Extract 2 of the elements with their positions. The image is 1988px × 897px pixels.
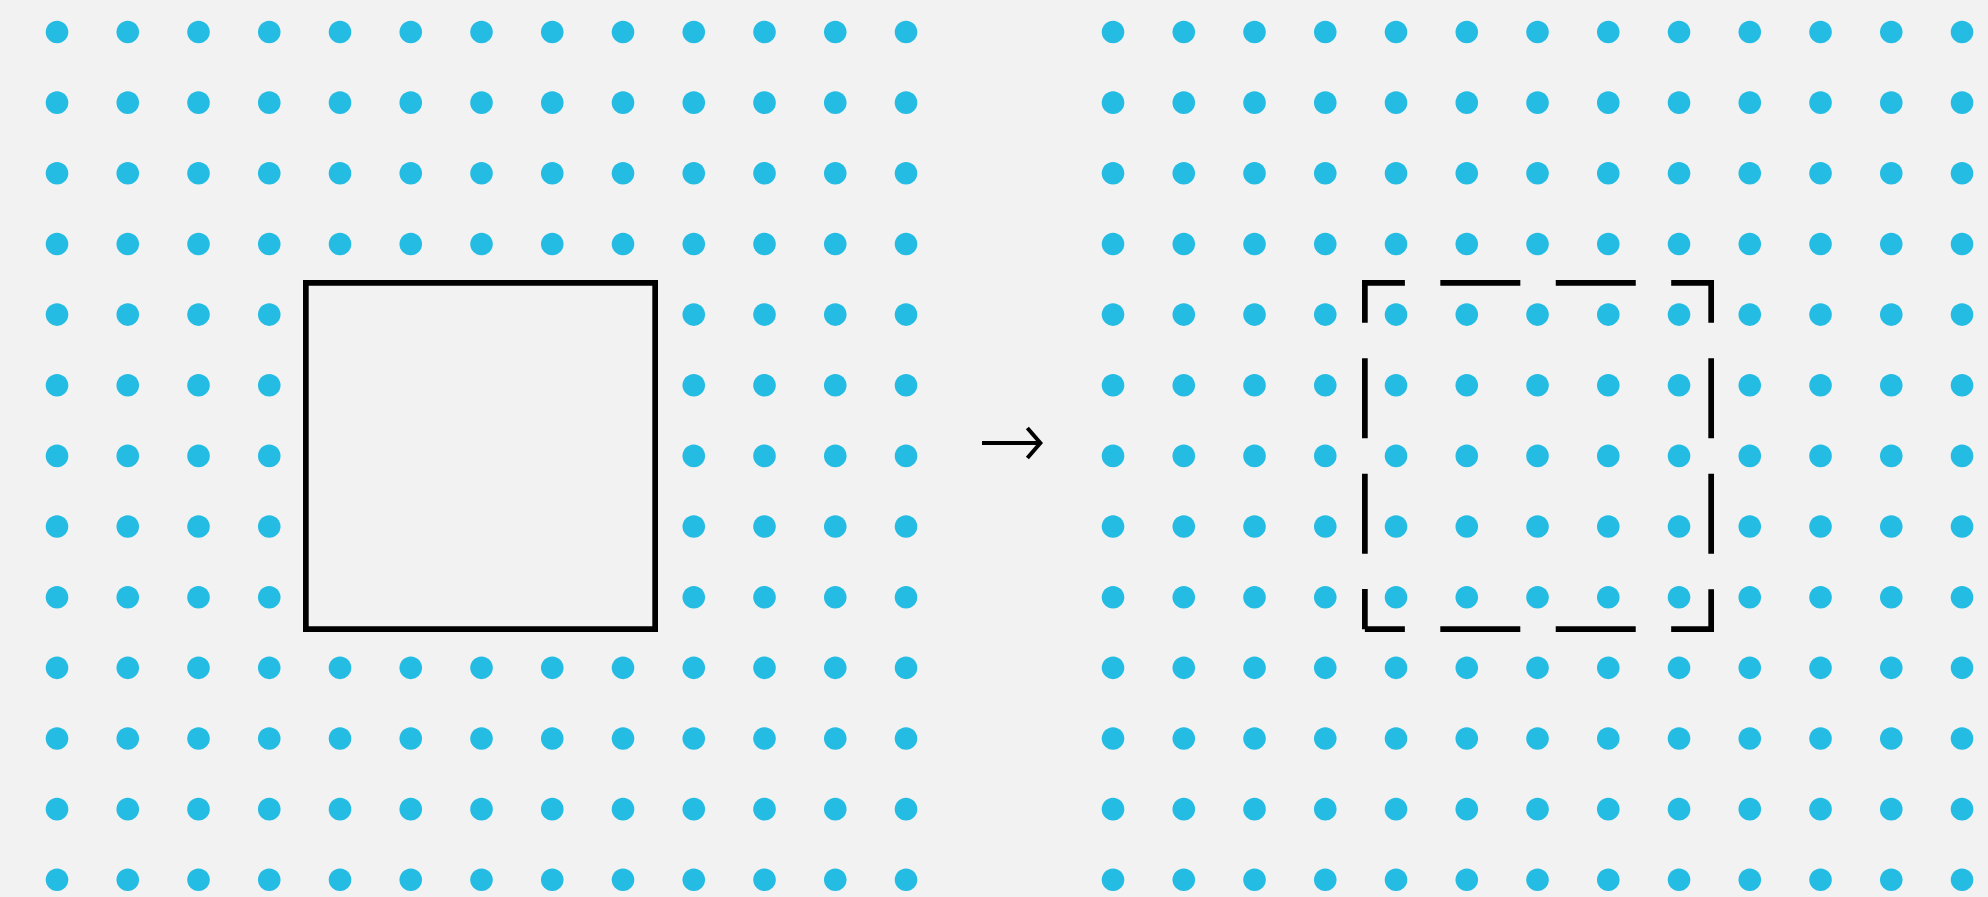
dashed-box <box>1362 280 1714 632</box>
square-box <box>303 280 658 632</box>
